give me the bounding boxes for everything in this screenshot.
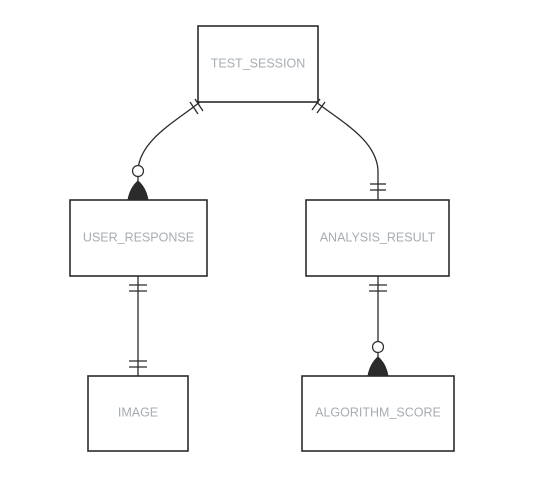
cardinality-one-mark [194, 98, 204, 112]
entity-label: IMAGE [118, 405, 158, 419]
cardinality-one-mark [189, 101, 199, 115]
entity-test-session[interactable]: TEST_SESSION [197, 25, 319, 103]
entity-label: ALGORITHM_SCORE [315, 405, 441, 419]
cardinality-many-mark [127, 180, 149, 201]
relationship-analysis-result-algorithm-score [367, 276, 389, 377]
relationship-line [315, 101, 379, 200]
cardinality-zero-mark [131, 164, 145, 178]
entity-label: ANALYSIS_RESULT [320, 230, 436, 244]
cardinality-one-mark [316, 101, 326, 114]
relationship-test-session-analysis-result [311, 98, 386, 200]
entity-algorithm-score[interactable]: ALGORITHM_SCORE [301, 375, 455, 452]
entity-label: USER_RESPONSE [83, 230, 194, 244]
cardinality-many-mark [367, 356, 389, 377]
entity-image[interactable]: IMAGE [87, 375, 189, 452]
relationship-test-session-user-response [127, 98, 204, 201]
entity-user-response[interactable]: USER_RESPONSE [69, 199, 208, 277]
relationship-user-response-image [129, 276, 147, 376]
entity-label: TEST_SESSION [211, 56, 305, 70]
cardinality-zero-mark [371, 340, 385, 354]
entity-analysis-result[interactable]: ANALYSIS_RESULT [305, 199, 450, 277]
relationship-line [137, 101, 201, 200]
